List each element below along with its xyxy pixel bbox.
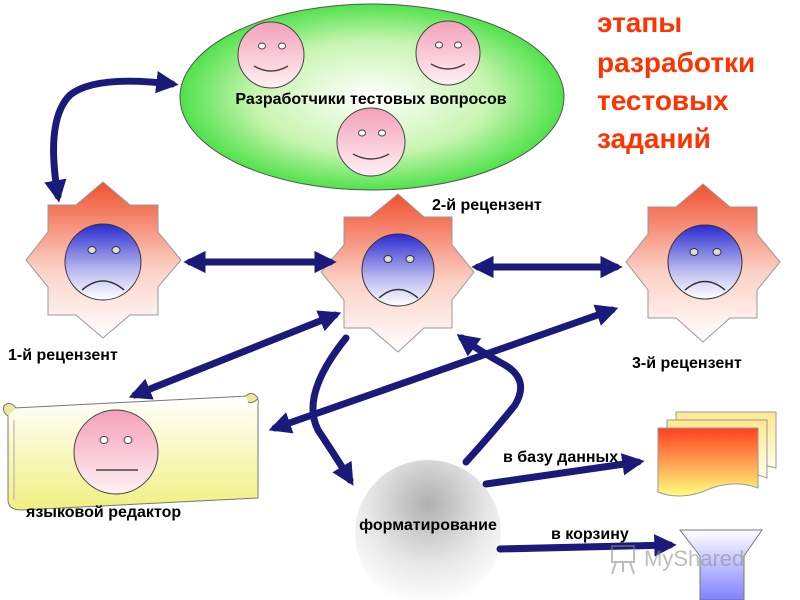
trash-bin-icon (678, 529, 763, 600)
reviewer2-node: 2-й рецензент (320, 193, 542, 353)
reviewer3-node: 3-й рецензент (625, 183, 781, 372)
sphere-icon (355, 460, 501, 600)
smiley-face-icon (336, 107, 406, 177)
arrow-developers-reviewer1 (44, 71, 179, 203)
developers-group: Разработчики тестовых вопросов (179, 3, 565, 191)
smiley-face-icon (415, 20, 481, 86)
sad-face-icon (667, 224, 743, 300)
editor-node: языковой редактор (3, 392, 259, 521)
sad-face-icon (361, 233, 435, 307)
edge-label-database: в базу данных (503, 449, 618, 466)
formatting-node: форматирование (355, 460, 501, 600)
sad-face-icon (64, 223, 142, 301)
arrow-formatting-reviewer2 (456, 333, 525, 466)
arrow-editor-reviewer2 (128, 310, 342, 400)
reviewer3-label: 3-й рецензент (632, 355, 742, 372)
diagram-title: этапы разработки тестовых заданий (597, 7, 763, 154)
developers-label: Разработчики тестовых вопросов (235, 91, 506, 108)
smiley-face-icon (237, 21, 305, 89)
presentation-board-icon (611, 545, 635, 575)
arrows (44, 71, 677, 557)
watermark-text: MyShared (644, 546, 744, 571)
editor-label: языковой редактор (25, 504, 181, 521)
reviewer1-node: 1-й рецензент (8, 181, 182, 364)
watermark: MyShared (611, 545, 744, 575)
arrow-formatting-database (482, 453, 645, 488)
edge-label-trash: в корзину (551, 526, 629, 543)
reviewer2-label: 2-й рецензент (432, 197, 542, 214)
reviewer1-label: 1-й рецензент (8, 347, 118, 364)
arrow-reviewer2-formatting (309, 334, 354, 486)
arrow-formatting-trash (496, 534, 677, 557)
formatting-label: форматирование (359, 517, 497, 534)
database-icon (657, 411, 777, 497)
neutral-face-icon (73, 409, 159, 495)
arrow-reviewer3-editor (268, 304, 619, 434)
